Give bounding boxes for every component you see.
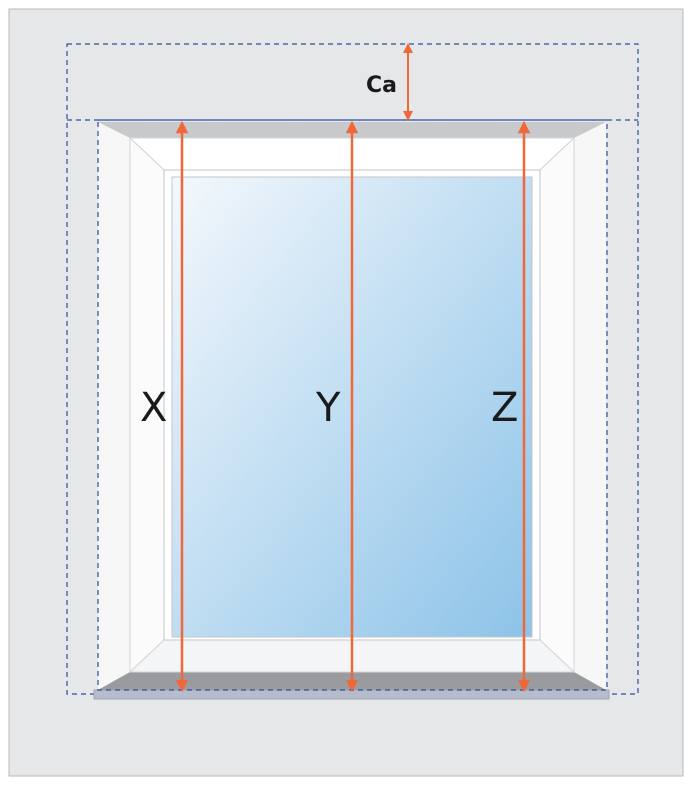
frame-bevel-right: [539, 136, 575, 674]
label-y: Y: [315, 385, 341, 431]
label-x: X: [140, 385, 167, 431]
reveal-right: [574, 122, 606, 690]
window-sill: [93, 689, 610, 700]
label-ca: Ca: [366, 73, 397, 98]
reveal-left: [98, 122, 130, 690]
label-z: Z: [491, 385, 518, 431]
